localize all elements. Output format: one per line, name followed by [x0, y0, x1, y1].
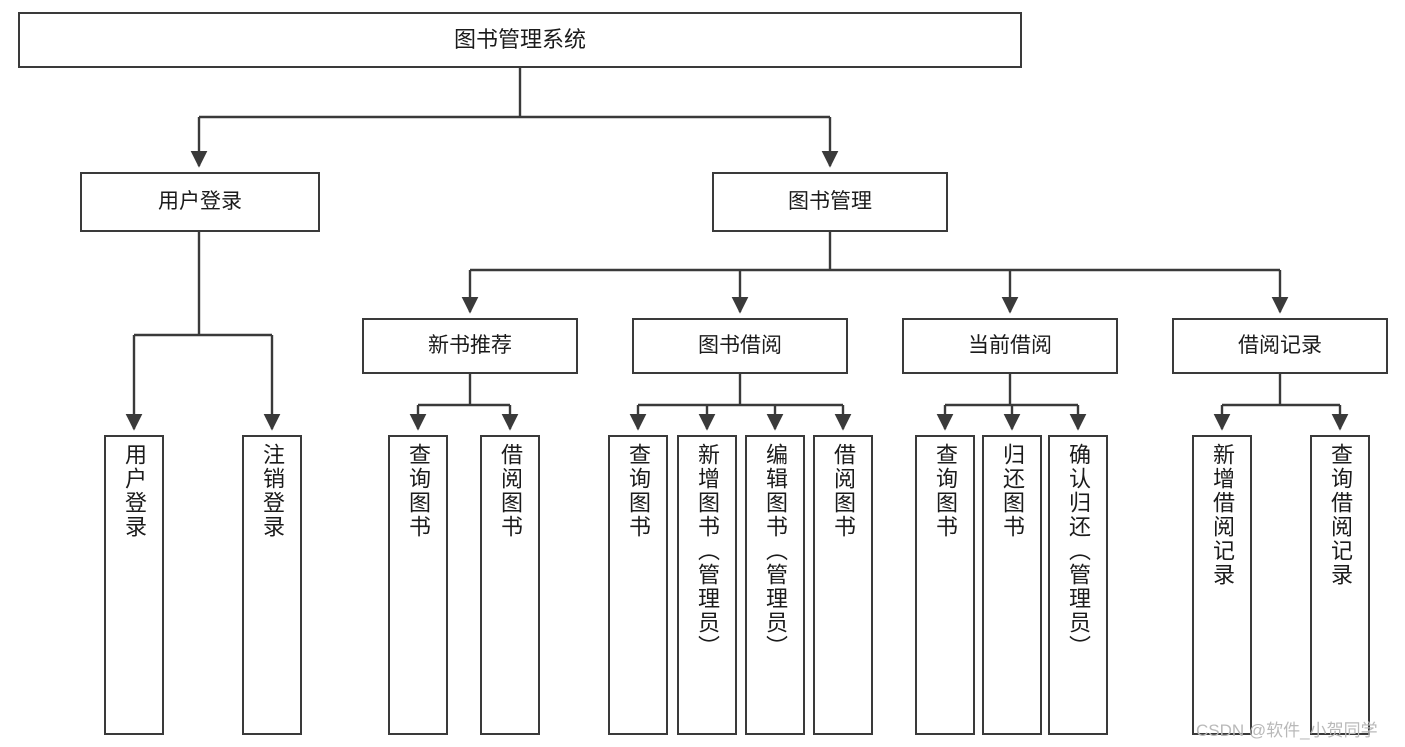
- node-current-borrow-label: 当前借阅: [968, 333, 1052, 357]
- node-new-book-recommend[interactable]: 新书推荐: [362, 318, 578, 374]
- leaf-user-logout-label: 注销登录: [260, 443, 285, 539]
- leaf-borrow-book[interactable]: 借阅图书: [813, 435, 873, 735]
- leaf-query-book-recommend[interactable]: 查询图书: [388, 435, 448, 735]
- leaf-add-book-admin[interactable]: 新增图书（管理员）: [677, 435, 737, 735]
- node-borrow-record[interactable]: 借阅记录: [1172, 318, 1388, 374]
- leaf-add-borrow-record[interactable]: 新增借阅记录: [1192, 435, 1252, 735]
- leaf-user-login-label: 用户登录: [122, 443, 147, 539]
- leaf-add-borrow-record-label: 新增借阅记录: [1210, 443, 1235, 587]
- leaf-query-book-recommend-label: 查询图书: [406, 443, 431, 539]
- leaf-query-borrow-record-label: 查询借阅记录: [1328, 443, 1353, 587]
- leaf-borrow-book-recommend[interactable]: 借阅图书: [480, 435, 540, 735]
- leaf-query-book-borrow-label: 查询图书: [626, 443, 651, 539]
- node-new-book-recommend-label: 新书推荐: [428, 333, 512, 357]
- node-current-borrow[interactable]: 当前借阅: [902, 318, 1118, 374]
- leaf-confirm-return-admin[interactable]: 确认归还（管理员）: [1048, 435, 1108, 735]
- leaf-borrow-book-recommend-label: 借阅图书: [498, 443, 523, 539]
- leaf-edit-book-admin-label: 编辑图书（管理员）: [763, 443, 788, 659]
- leaf-return-book-label: 归还图书: [1000, 443, 1025, 539]
- leaf-user-login[interactable]: 用户登录: [104, 435, 164, 735]
- node-user-login[interactable]: 用户登录: [80, 172, 320, 232]
- leaf-query-borrow-record[interactable]: 查询借阅记录: [1310, 435, 1370, 735]
- node-book-borrow[interactable]: 图书借阅: [632, 318, 848, 374]
- node-user-login-label: 用户登录: [158, 189, 242, 213]
- csdn-watermark: CSDN @软件_小贺同学: [1196, 721, 1378, 740]
- leaf-edit-book-admin[interactable]: 编辑图书（管理员）: [745, 435, 805, 735]
- leaf-query-book-current-label: 查询图书: [933, 443, 958, 539]
- node-book-borrow-label: 图书借阅: [698, 333, 782, 357]
- leaf-add-book-admin-label: 新增图书（管理员）: [695, 443, 720, 659]
- node-book-management-label: 图书管理: [788, 189, 872, 213]
- node-root-label: 图书管理系统: [453, 27, 586, 53]
- leaf-query-book-borrow[interactable]: 查询图书: [608, 435, 668, 735]
- leaf-confirm-return-admin-label: 确认归还（管理员）: [1066, 443, 1091, 659]
- leaf-query-book-current[interactable]: 查询图书: [915, 435, 975, 735]
- node-root[interactable]: 图书管理系统: [18, 12, 1022, 68]
- node-borrow-record-label: 借阅记录: [1238, 333, 1322, 357]
- leaf-user-logout[interactable]: 注销登录: [242, 435, 302, 735]
- leaf-return-book[interactable]: 归还图书: [982, 435, 1042, 735]
- leaf-borrow-book-label: 借阅图书: [831, 443, 856, 539]
- node-book-management[interactable]: 图书管理: [712, 172, 948, 232]
